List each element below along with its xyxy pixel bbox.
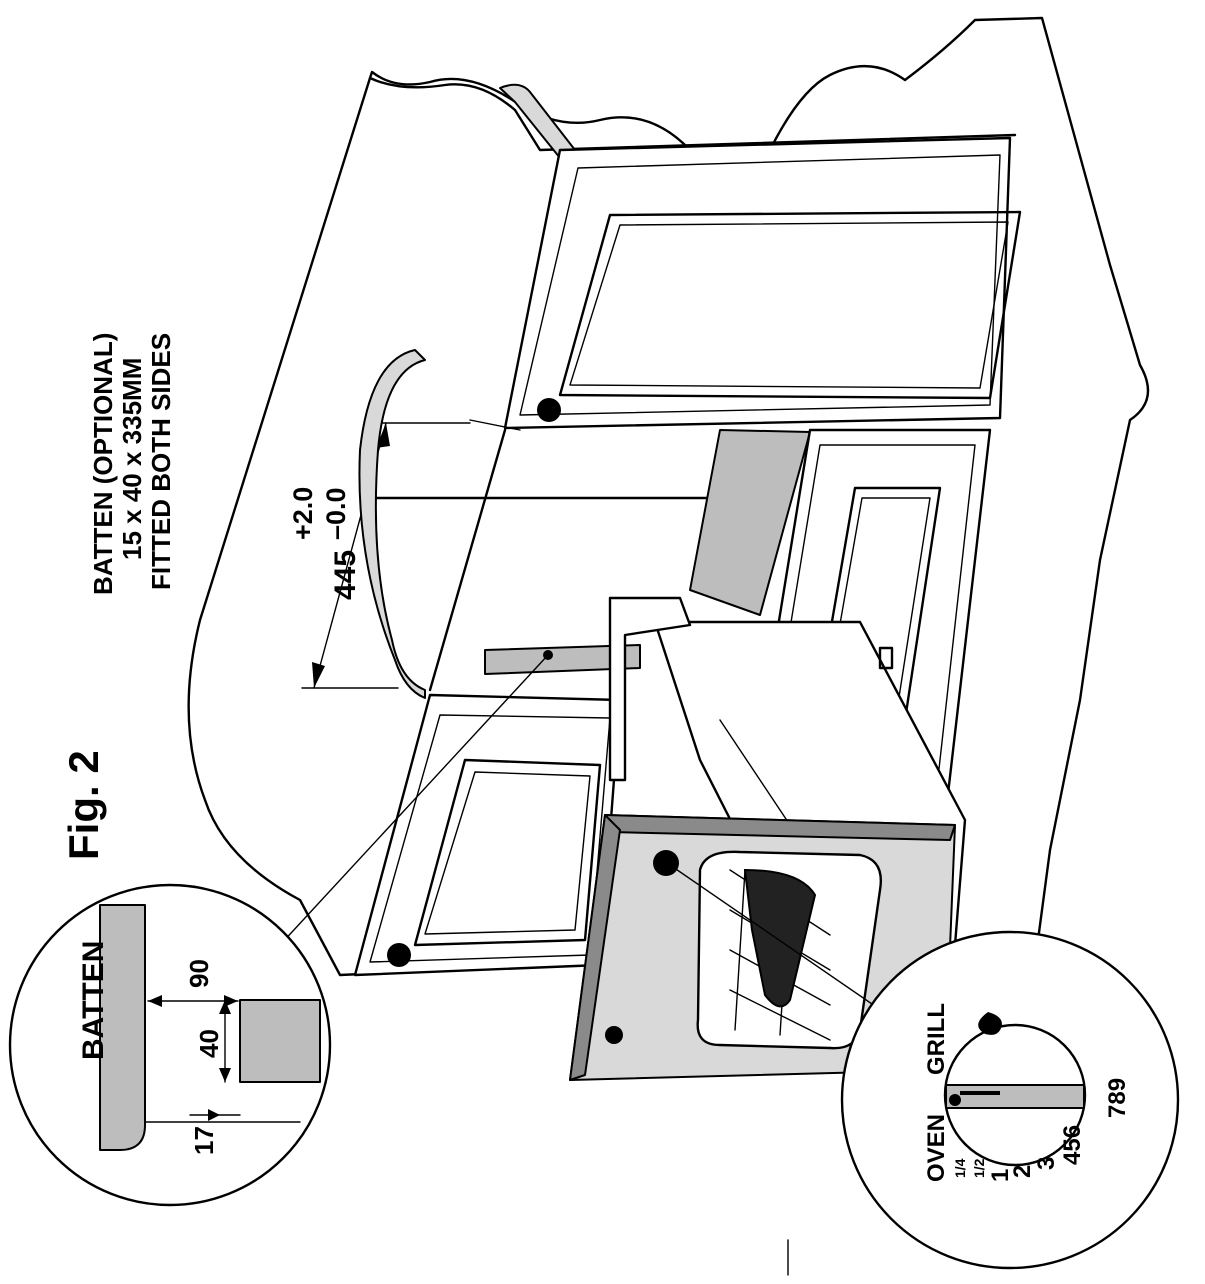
batten-note-line2: 15 x 40 x 335MM (117, 358, 147, 560)
knob-leader-line (669, 864, 889, 1016)
batten-detail-dim90-arrow-left (148, 995, 162, 1007)
figure-label: Fig. 2 (60, 750, 107, 860)
knob-label-3: 3 (1033, 1157, 1060, 1170)
batten-detail: BATTEN 17 40 90 (8, 654, 549, 1207)
oven-unit (569, 596, 967, 1081)
upper-right-door-inset-inner (569, 221, 1009, 389)
knob-label-grill: GRILL (923, 1003, 950, 1075)
lower-right-plinth (689, 429, 811, 616)
batten-detail-dim-90: 90 (184, 959, 214, 988)
oven-rail (608, 596, 692, 782)
grill-flame-icon (978, 1012, 1002, 1035)
knob-label-oven: OVEN (923, 1114, 950, 1182)
upper-right-door-knob (537, 398, 561, 422)
batten-note-line3: FITTED BOTH SIDES (146, 333, 176, 590)
batten-note-line1: BATTEN (OPTIONAL) (88, 333, 118, 595)
dimension-upper-tolerance: +2.0 (288, 487, 318, 540)
batten-detail-dim-17: 17 (189, 1126, 219, 1155)
batten-detail-dim40-arrow-top (219, 1000, 231, 1014)
upper-right-door-inset (558, 210, 1022, 400)
lower-left-door-inset (413, 758, 602, 947)
upper-right-door-frame (503, 136, 1012, 430)
dimension-brace (358, 349, 426, 699)
knob-selector-dot (949, 1094, 961, 1106)
lower-left-door-inset-inner (424, 771, 591, 935)
dimension-lower-tolerance: –0.0 (321, 487, 351, 540)
oven-feet (878, 646, 894, 670)
cavity-top-edge (469, 419, 521, 431)
dimension-arrow-bottom (312, 662, 325, 688)
lower-left-door-knob (387, 943, 411, 967)
batten-detail-title: BATTEN (77, 941, 110, 1060)
knob-dial-bar (945, 1084, 1085, 1109)
knob-label-789: 789 (1104, 1078, 1131, 1118)
knob-label-quarter: 1/4 (952, 1158, 968, 1178)
knob-label-2: 2 (1009, 1165, 1036, 1178)
oven-secondary-knob (605, 1026, 623, 1044)
oven-fascia-left-band (569, 814, 621, 1081)
batten-detail-dim17-arrow (208, 1109, 220, 1121)
batten-leader-line (279, 654, 549, 946)
oven-control-knob (653, 850, 679, 876)
batten-detail-piece (239, 999, 321, 1083)
upper-right-door-panel (519, 154, 1001, 416)
worktop-front-edge (368, 76, 1017, 152)
cavity-left-wall (428, 428, 507, 692)
opening-dimension: 445 +2.0 –0.0 (288, 349, 471, 699)
knob-detail: OVEN GRILL 1/4 1/2 1 2 3 456 789 (669, 864, 1180, 1270)
batten-detail-circle (8, 883, 332, 1207)
batten-detail-worktop (99, 904, 146, 1151)
batten-detail-dim-40: 40 (194, 1029, 224, 1058)
knob-label-456: 456 (1059, 1125, 1086, 1165)
batten-strip (484, 644, 641, 675)
batten-detail-dim40-arrow-bottom (219, 1068, 231, 1082)
batten-detail-dim90-arrow-right (224, 995, 238, 1007)
knob-label-half: 1/2 (971, 1158, 987, 1178)
knob-label-1: 1 (987, 1169, 1014, 1182)
dimension-value: 445 (329, 550, 362, 600)
grill-food (743, 868, 817, 1008)
